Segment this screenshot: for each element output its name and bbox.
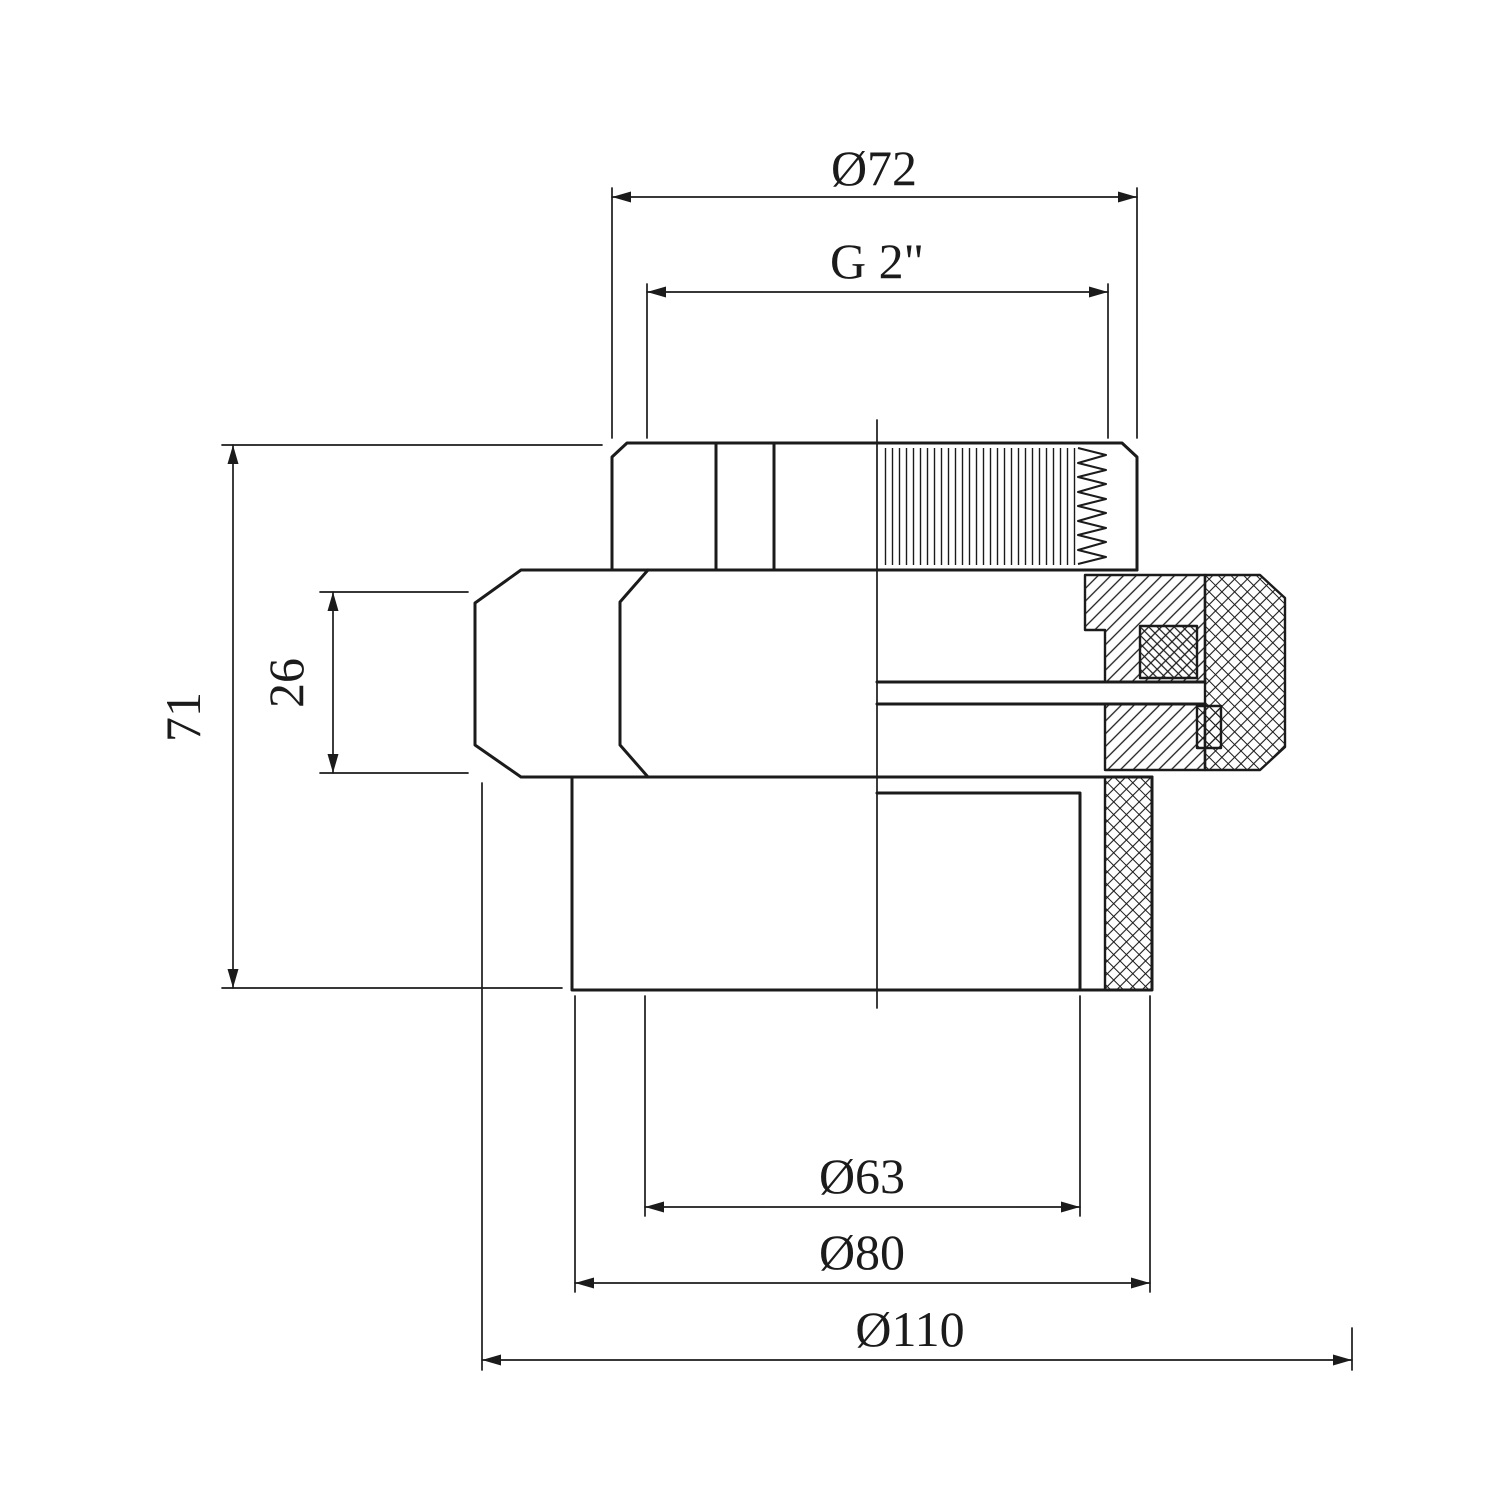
dim-arrow xyxy=(482,1354,501,1366)
dim-arrow xyxy=(327,754,339,773)
dim-arrow xyxy=(227,969,239,988)
socket-bore-line xyxy=(875,791,1082,992)
dim-inner-diameter: Ø63 xyxy=(644,995,1081,1217)
dim-outer-diameter-80: Ø80 xyxy=(574,995,1151,1293)
part-geometry xyxy=(473,419,1287,1009)
dim-arrow xyxy=(1131,1277,1150,1289)
dim-label: Ø80 xyxy=(819,1224,905,1280)
dim-label: Ø72 xyxy=(831,140,917,196)
hex-facet-line xyxy=(618,568,650,779)
dim-label: Ø63 xyxy=(819,1148,905,1204)
dim-arrow xyxy=(575,1277,594,1289)
dim-label: 71 xyxy=(155,692,211,742)
insert-section-lower xyxy=(1103,702,1207,772)
dim-arrow xyxy=(1089,286,1108,298)
dim-arrow xyxy=(327,592,339,611)
dim-arrow xyxy=(1333,1354,1352,1366)
dimension-annotations: Ø72 G 2" 71 26 xyxy=(155,140,1353,1371)
thread-pattern-area xyxy=(884,448,1076,565)
dim-label: Ø110 xyxy=(855,1301,964,1357)
dim-label: 26 xyxy=(258,658,314,708)
thread-crest-zigzag xyxy=(1077,447,1107,565)
dim-total-height: 71 xyxy=(155,444,603,989)
dim-hex-height: 26 xyxy=(258,591,469,774)
dim-arrow xyxy=(1118,191,1137,203)
dim-arrow xyxy=(1061,1201,1080,1213)
socket-wall-section xyxy=(1103,775,1154,992)
adapter-tab-section xyxy=(1195,704,1223,750)
nut-outline xyxy=(610,441,1139,572)
dim-arrow xyxy=(645,1201,664,1213)
dim-arrow xyxy=(612,191,631,203)
knurled-adapter-section xyxy=(1203,573,1287,772)
dim-arrow xyxy=(227,445,239,464)
dim-flange-diameter: Ø110 xyxy=(481,782,1353,1371)
hex-body-outline xyxy=(473,568,1154,779)
dim-label: G 2" xyxy=(830,233,924,289)
dim-arrow xyxy=(647,286,666,298)
dim-thread: G 2" xyxy=(646,233,1109,439)
dim-nut-width: Ø72 xyxy=(611,140,1138,439)
seal-ring-section xyxy=(1138,624,1199,680)
